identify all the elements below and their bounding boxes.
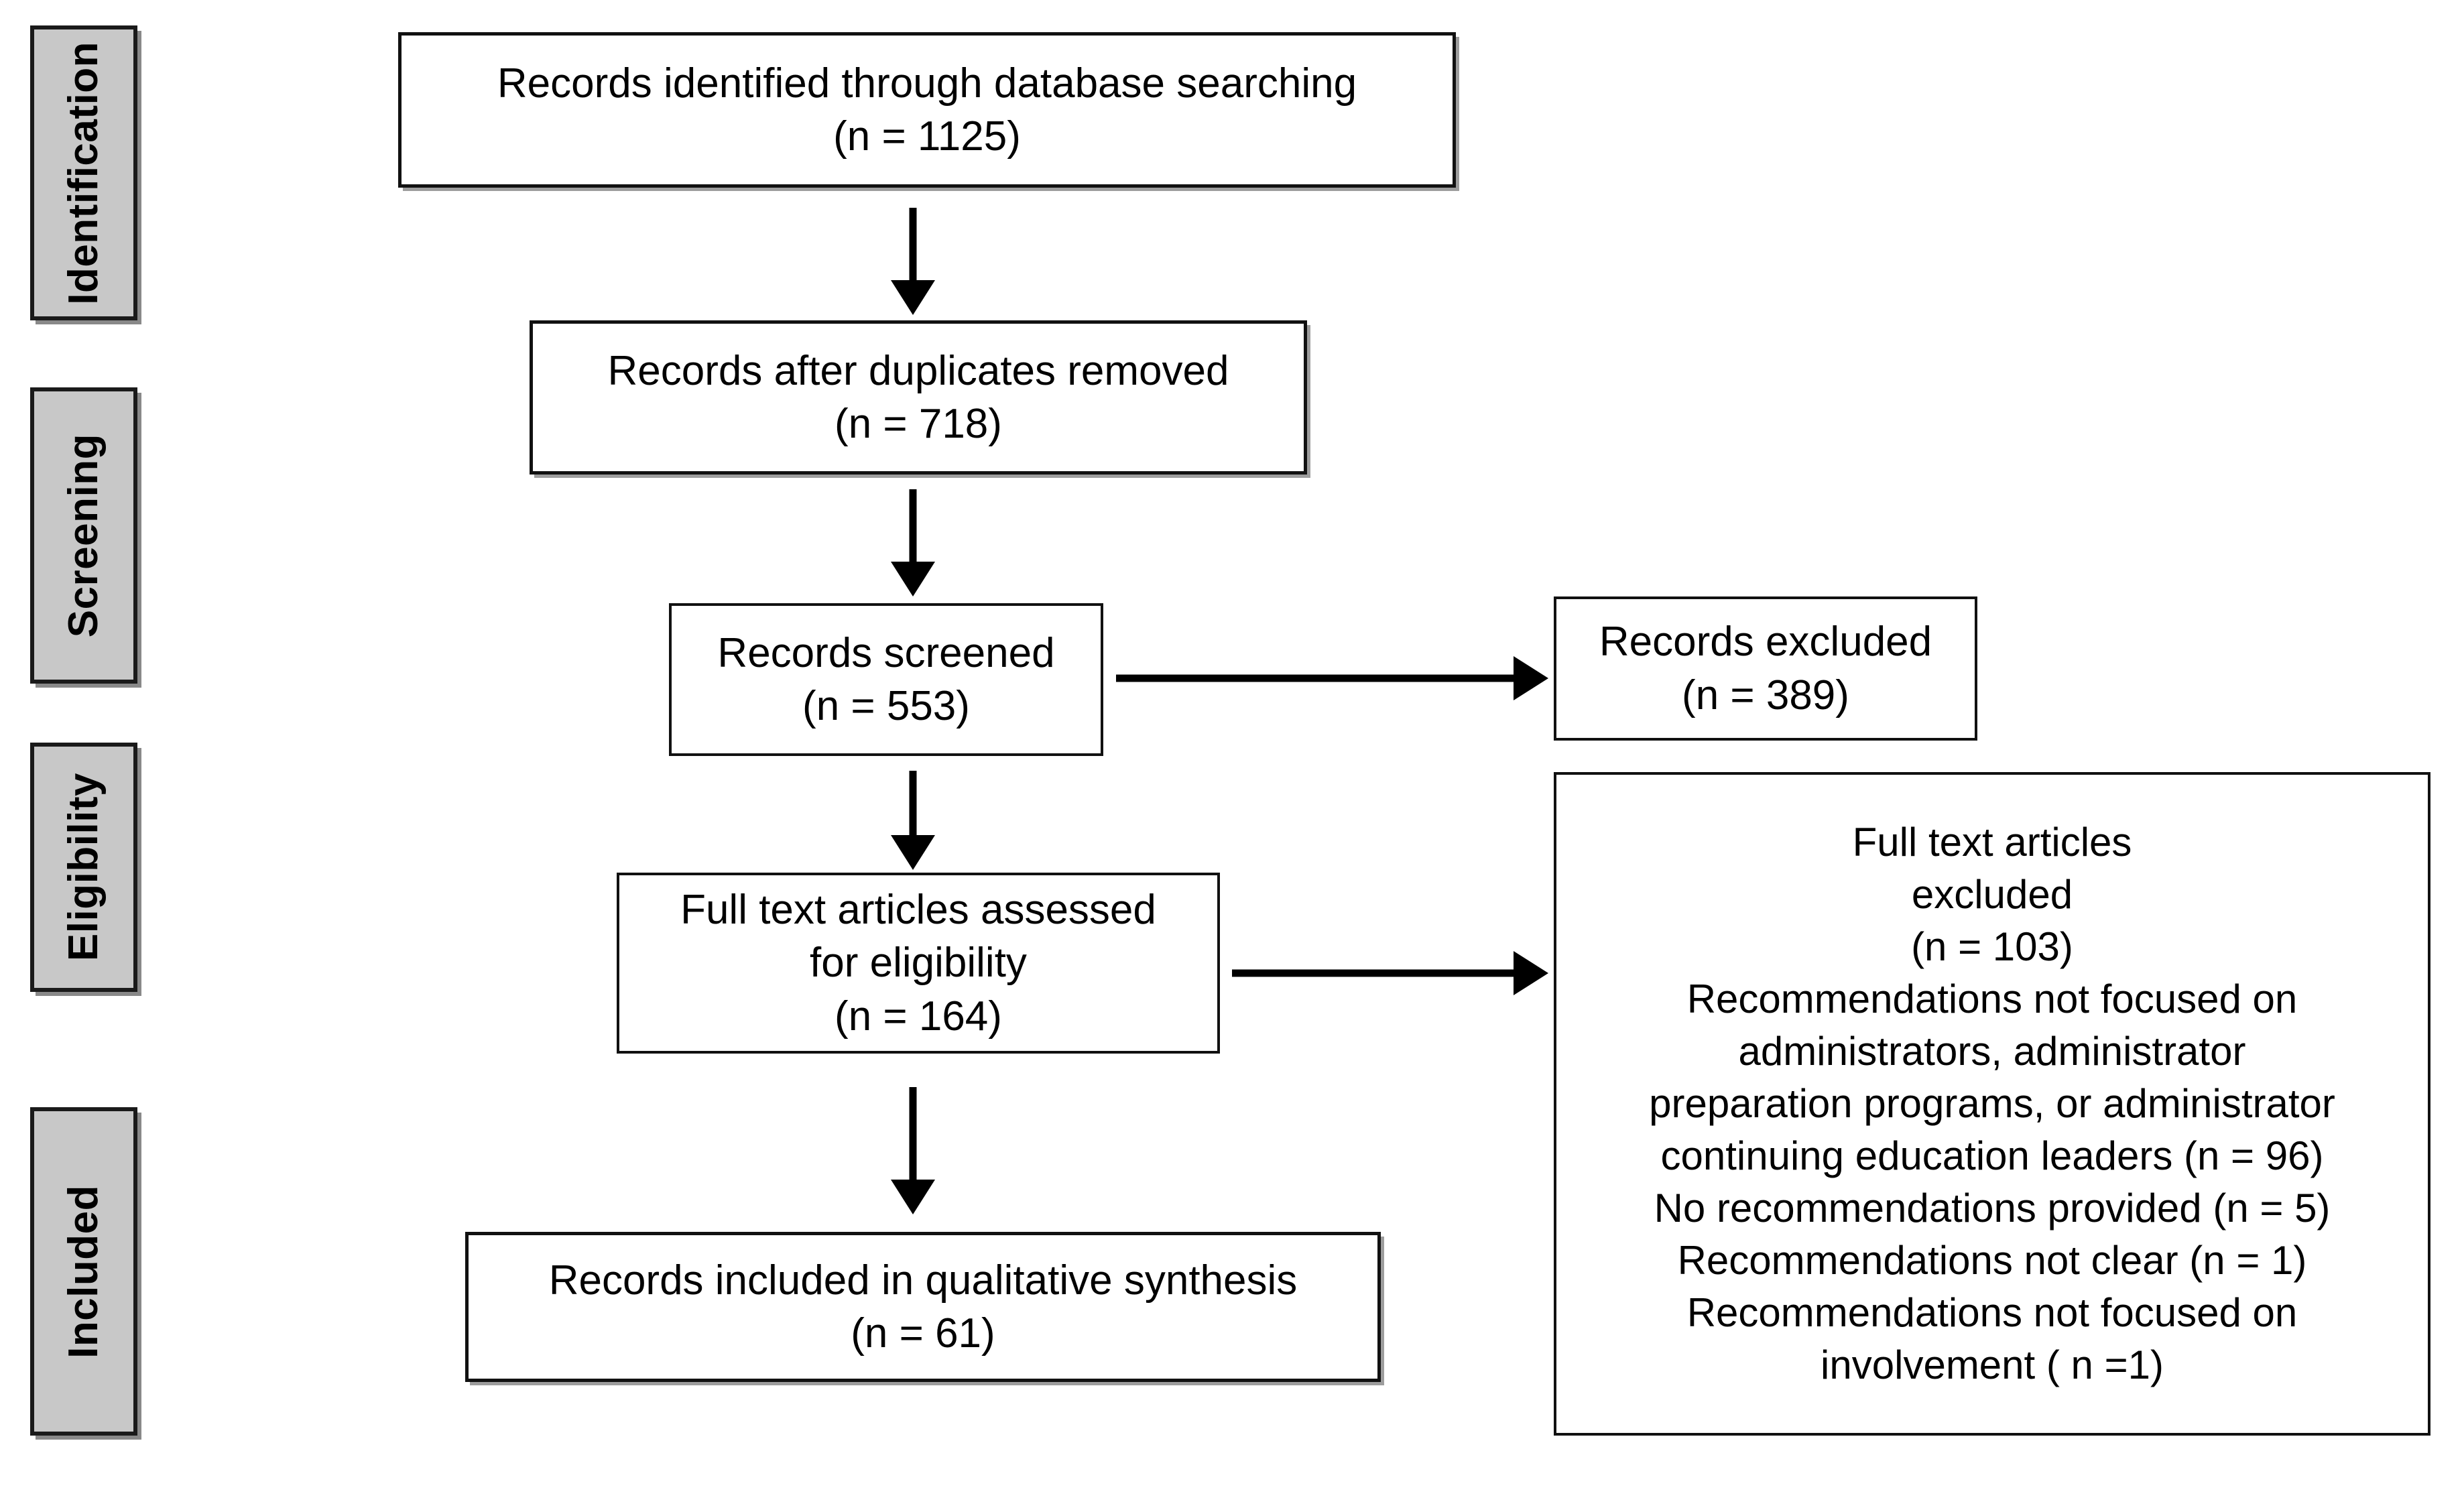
box-text: Records identified through database sear…: [497, 60, 1357, 160]
stage-label-text: Included: [60, 1184, 107, 1359]
stage-label-identification: Identification: [30, 25, 137, 320]
arrow-head: [891, 562, 935, 596]
box-text: Records screened (n = 553): [717, 629, 1055, 729]
arrow-shaft: [1116, 674, 1518, 682]
box-included-qualitative-synthesis: Records included in qualitative synthesi…: [465, 1232, 1381, 1382]
box-records-after-duplicates: Records after duplicates removed (n = 71…: [530, 320, 1307, 475]
stage-label-included: Included: [30, 1107, 137, 1436]
box-records-identified: Records identified through database sear…: [398, 32, 1456, 188]
stage-label-text: Screening: [60, 433, 107, 638]
arrow-head: [1514, 951, 1548, 995]
box-text: Records included in qualitative synthesi…: [548, 1257, 1298, 1357]
box-fulltext-assessed: Full text articles assessed for eligibil…: [617, 873, 1220, 1054]
stage-label-screening: Screening: [30, 387, 137, 684]
stage-label-text: Eligibility: [60, 773, 107, 962]
stage-label-eligibility: Eligibility: [30, 743, 137, 992]
arrow-shaft: [909, 771, 917, 836]
arrow-head: [891, 835, 935, 870]
box-text: Records after duplicates removed (n = 71…: [607, 347, 1229, 447]
arrow-head: [891, 1180, 935, 1214]
box-text: Full text articles excluded (n = 103) Re…: [1649, 820, 2335, 1387]
box-fulltext-excluded: Full text articles excluded (n = 103) Re…: [1554, 772, 2430, 1436]
arrow-shaft: [909, 208, 917, 281]
box-text: Records excluded (n = 389): [1599, 619, 1932, 718]
box-records-screened: Records screened (n = 553): [669, 603, 1103, 756]
arrow-shaft: [909, 1087, 917, 1181]
box-records-excluded: Records excluded (n = 389): [1554, 596, 1977, 741]
arrow-head: [891, 280, 935, 315]
arrow-shaft: [909, 489, 917, 563]
arrow-shaft: [1232, 969, 1519, 977]
box-text: Full text articles assessed for eligibil…: [680, 886, 1156, 1040]
stage-label-text: Identification: [60, 41, 107, 305]
arrow-head: [1514, 656, 1548, 700]
